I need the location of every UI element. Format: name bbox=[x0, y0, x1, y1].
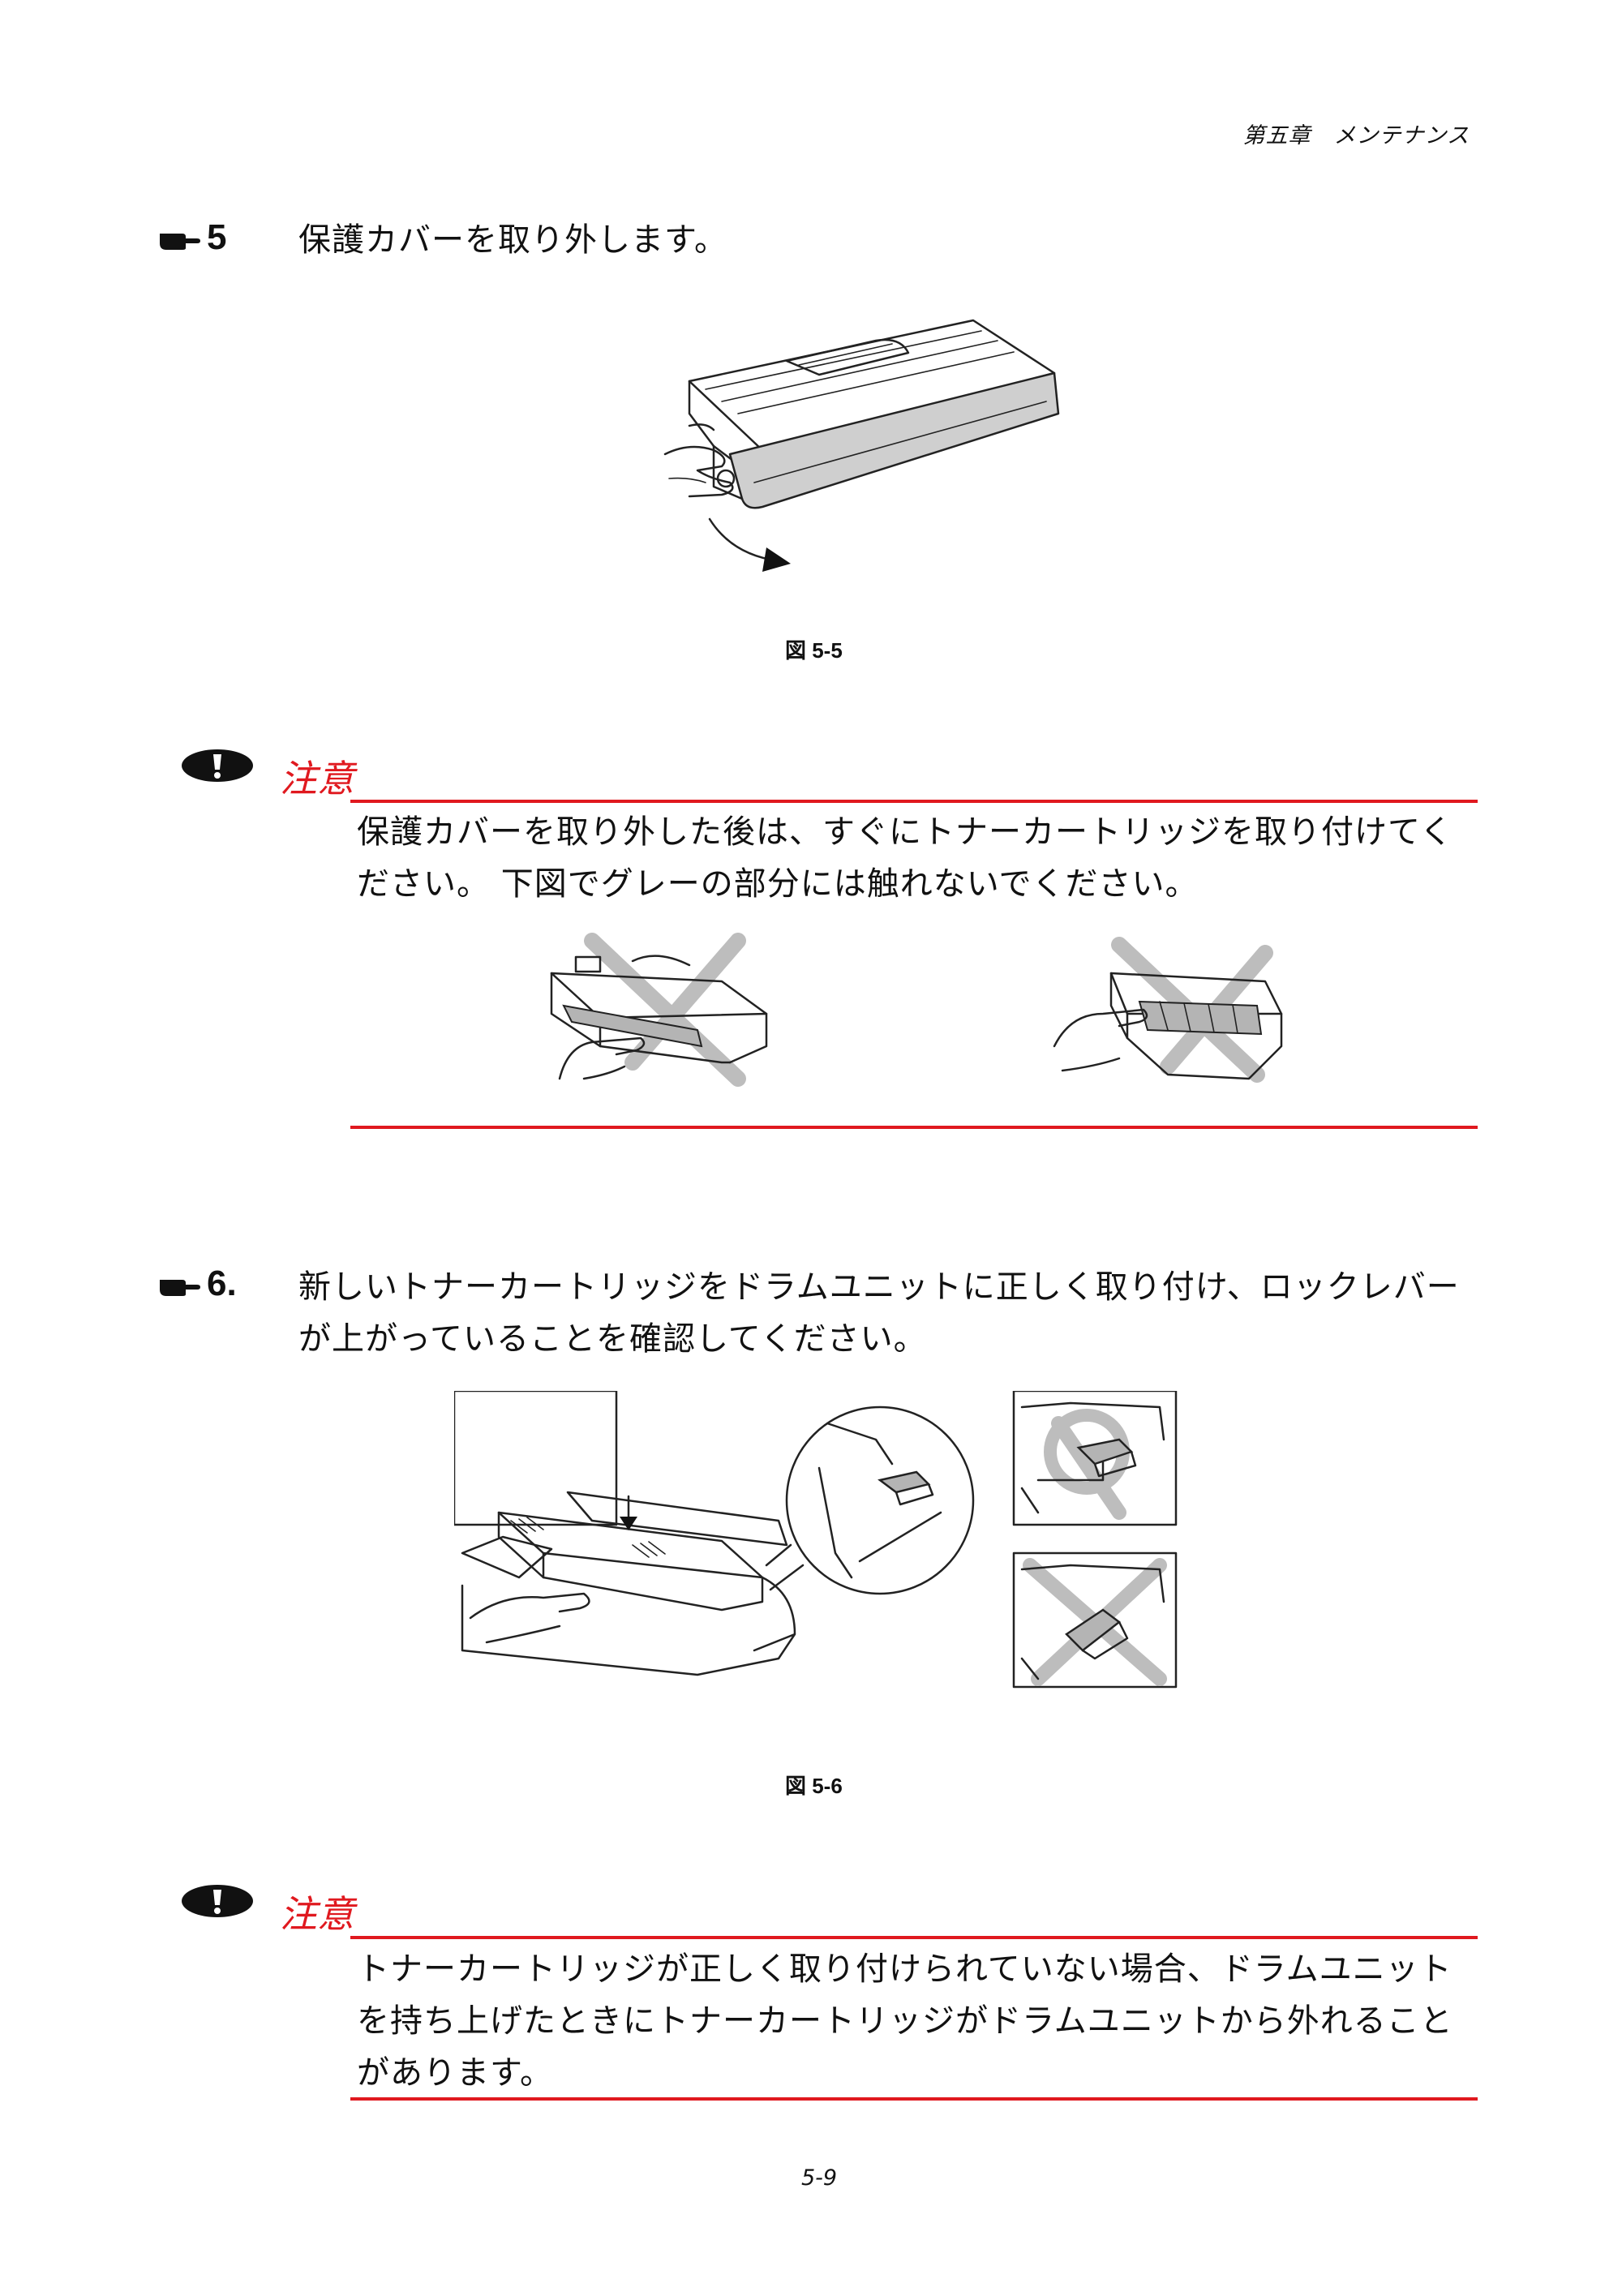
caution-bottom-rule bbox=[350, 2097, 1478, 2101]
caution-line: トナーカートリッジが正しく取り付けられていない場合、ドラムユニット bbox=[357, 1951, 1453, 1988]
cross-mark-icon bbox=[584, 933, 746, 1087]
exclamation-oval-icon bbox=[182, 1885, 253, 1917]
figure-install-cartridge-in-drum bbox=[454, 1391, 1178, 1689]
caution-top-rule bbox=[350, 1936, 1478, 1939]
caution-line: があります。 bbox=[357, 2054, 553, 2092]
page-number: 5-9 bbox=[801, 2165, 838, 2191]
caution-line: ださい。 下図でグレーの部分には触れないでください。 bbox=[357, 865, 1199, 903]
step-instruction: 新しいトナーカートリッジをドラムユニットに正しく取り付け、ロックレバー が上がっ… bbox=[298, 1261, 1460, 1365]
caution-text: トナーカートリッジが正しく取り付けられていない場合、ドラムユニット を持ち上げた… bbox=[357, 1943, 1453, 2099]
caution-top-rule bbox=[350, 800, 1478, 803]
step-number: 5 bbox=[207, 217, 227, 257]
pointing-hand-icon bbox=[160, 234, 200, 250]
caution-line: 保護カバーを取り外した後は、すぐにトナーカートリッジを取り付けてく bbox=[357, 813, 1453, 851]
exclamation-oval-icon bbox=[182, 749, 253, 782]
figure-remove-protective-cover bbox=[663, 319, 1060, 572]
step-line: 新しいトナーカートリッジをドラムユニットに正しく取り付け、ロックレバー bbox=[298, 1268, 1460, 1306]
caution-line: を持ち上げたときにトナーカートリッジがドラムユニットから外れること bbox=[357, 2002, 1453, 2040]
caution-bottom-rule bbox=[350, 1126, 1478, 1129]
caution-text: 保護カバーを取り外した後は、すぐにトナーカートリッジを取り付けてく ださい。 下… bbox=[357, 806, 1453, 910]
pointing-hand-icon bbox=[160, 1280, 200, 1296]
figure-caption: 図 5-6 bbox=[785, 1774, 843, 1798]
chapter-header: 第五章 メンテナンス bbox=[1242, 123, 1470, 148]
figure-do-not-touch-cartridge bbox=[550, 933, 768, 1087]
figure-do-not-touch-drum bbox=[1053, 937, 1283, 1083]
circle-ok-mark bbox=[1051, 1416, 1126, 1520]
caution-title: 注意 bbox=[280, 757, 354, 800]
step-number: 6. bbox=[207, 1264, 237, 1303]
figure-caption: 図 5-5 bbox=[785, 638, 843, 663]
step-instruction: 保護カバーを取り外します。 bbox=[298, 221, 727, 259]
step-line: が上がっていることを確認してください。 bbox=[298, 1320, 927, 1358]
caution-title: 注意 bbox=[280, 1892, 354, 1936]
